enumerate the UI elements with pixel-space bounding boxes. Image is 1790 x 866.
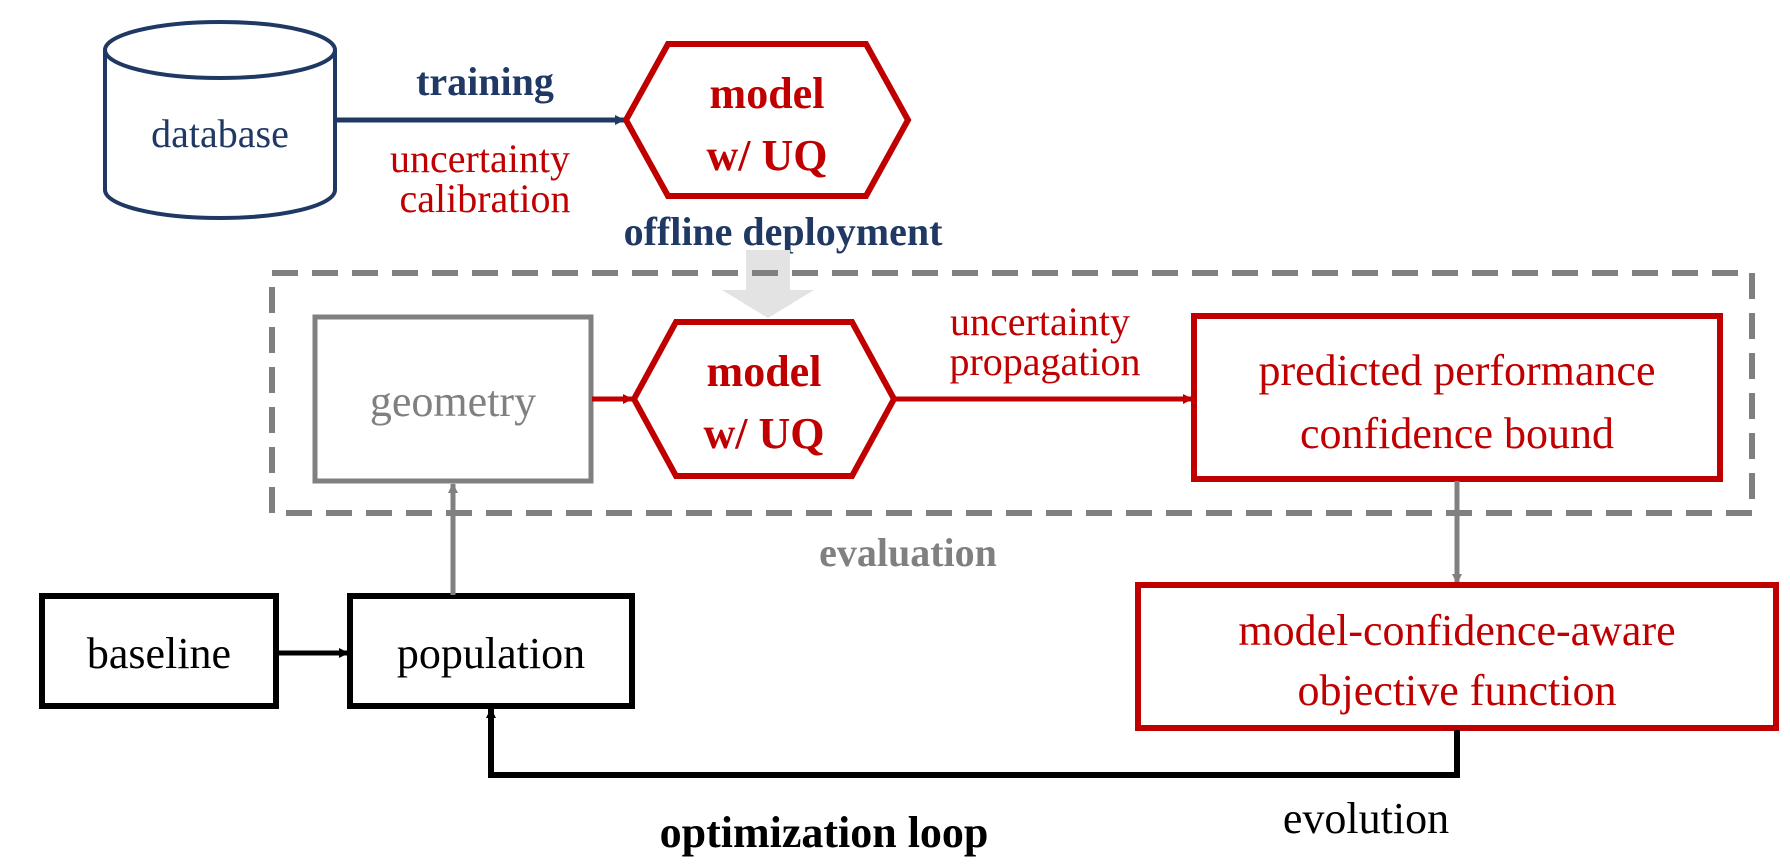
population-label: population	[397, 629, 585, 678]
evaluation-label: evaluation	[819, 530, 997, 575]
predicted-performance-node: predicted performance confidence bound	[1191, 313, 1723, 482]
uncertainty-calibration-line2: calibration	[399, 176, 570, 221]
offline-deployment-arrow	[722, 250, 814, 318]
evolution-label: evolution	[1283, 794, 1449, 843]
baseline-label: baseline	[87, 629, 231, 678]
geometry-label: geometry	[370, 377, 536, 426]
evaluation-box	[269, 270, 1755, 516]
model-mid-node: model w/ UQ	[630, 319, 898, 479]
training-label: training	[416, 59, 554, 104]
objective-function-node: model-confidence-aware objective functio…	[1135, 582, 1779, 731]
uncertainty-propagation-line2: propagation	[949, 339, 1140, 384]
baseline-node: baseline	[39, 593, 279, 709]
predicted-line1: predicted performance	[1259, 346, 1656, 395]
model-top-line1: model	[710, 69, 825, 118]
predicted-line2: confidence bound	[1300, 409, 1614, 458]
uncertainty-calibration-line1: uncertainty	[390, 136, 570, 181]
model-top-node: model w/ UQ	[622, 41, 912, 199]
population-node: population	[347, 593, 635, 709]
model-top-line2: w/ UQ	[707, 131, 828, 180]
database-label: database	[151, 111, 289, 156]
objective-line2: objective function	[1298, 666, 1617, 715]
optimization-loop-label: optimization loop	[660, 808, 989, 857]
uncertainty-propagation-line1: uncertainty	[950, 299, 1130, 344]
model-mid-line1: model	[707, 347, 822, 396]
model-mid-line2: w/ UQ	[704, 409, 825, 458]
uncertainty-propagation-label: uncertainty propagation	[949, 299, 1140, 384]
offline-deployment-label: offline deployment	[624, 209, 944, 254]
database-node: database	[103, 20, 337, 220]
uncertainty-calibration-label: uncertainty calibration	[390, 136, 580, 221]
objective-line1: model-confidence-aware	[1238, 606, 1675, 655]
geometry-node: geometry	[312, 314, 594, 484]
optimization-loop-arrow	[486, 708, 1460, 778]
